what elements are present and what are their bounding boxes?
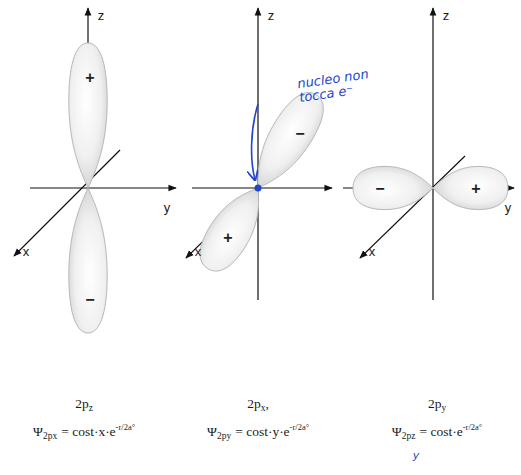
axis-label: x — [195, 245, 202, 258]
axis-label: x — [23, 245, 30, 258]
caption-text: 2p — [428, 396, 442, 411]
phase-sign: − — [295, 126, 304, 142]
exponent: -r/2a° — [463, 422, 482, 432]
handwritten-note: nucleo non tocca e⁻ — [296, 67, 373, 104]
note-arrow — [252, 104, 258, 180]
subscript: z — [89, 403, 93, 413]
phase-sign: − — [85, 292, 94, 308]
handwritten-note: y — [413, 450, 420, 461]
exponent: -r/2a° — [290, 422, 309, 432]
caption-text: 2p — [75, 396, 89, 411]
axis-label: y — [164, 201, 171, 214]
phase-sign: + — [223, 230, 232, 246]
caption-text: Ψ — [33, 424, 43, 439]
axis-label: z — [268, 9, 275, 22]
subscript: 2py — [217, 431, 231, 441]
caption-text: = cost·x·e — [61, 424, 115, 439]
subscript: 2px — [43, 431, 57, 441]
phase-sign: − — [375, 181, 384, 197]
caption-text: 2p — [247, 396, 261, 411]
orbital-name: 2py — [428, 396, 446, 413]
axis-label: z — [98, 9, 105, 22]
caption-text: Ψ — [392, 424, 402, 439]
wavefunction: Ψ2py = cost·y·e-r/2a° — [207, 422, 309, 441]
caption-text: Ψ — [207, 424, 217, 439]
caption-text: = cost·y·e — [235, 424, 289, 439]
phase-sign: + — [85, 70, 94, 86]
orbital-name: 2px, — [247, 396, 269, 413]
wavefunction: Ψ2px = cost·x·e-r/2a° — [33, 422, 135, 441]
axis-label: x — [369, 245, 376, 258]
axis-label: y — [505, 201, 512, 214]
wavefunction: Ψ2pz = cost·e-r/2a° — [392, 422, 482, 441]
subscript: x — [261, 403, 266, 413]
caption-text: = cost·e — [420, 424, 463, 439]
phase-sign: + — [471, 181, 480, 197]
subscript: 2pz — [402, 431, 416, 441]
exponent: -r/2a° — [116, 422, 135, 432]
subscript: y — [441, 403, 446, 413]
axis-label: z — [443, 9, 450, 22]
orbital-lobes — [69, 43, 508, 333]
caption-text: , — [265, 396, 268, 411]
nucleus-dot — [255, 185, 262, 192]
orbital-name: 2pz — [75, 396, 93, 413]
